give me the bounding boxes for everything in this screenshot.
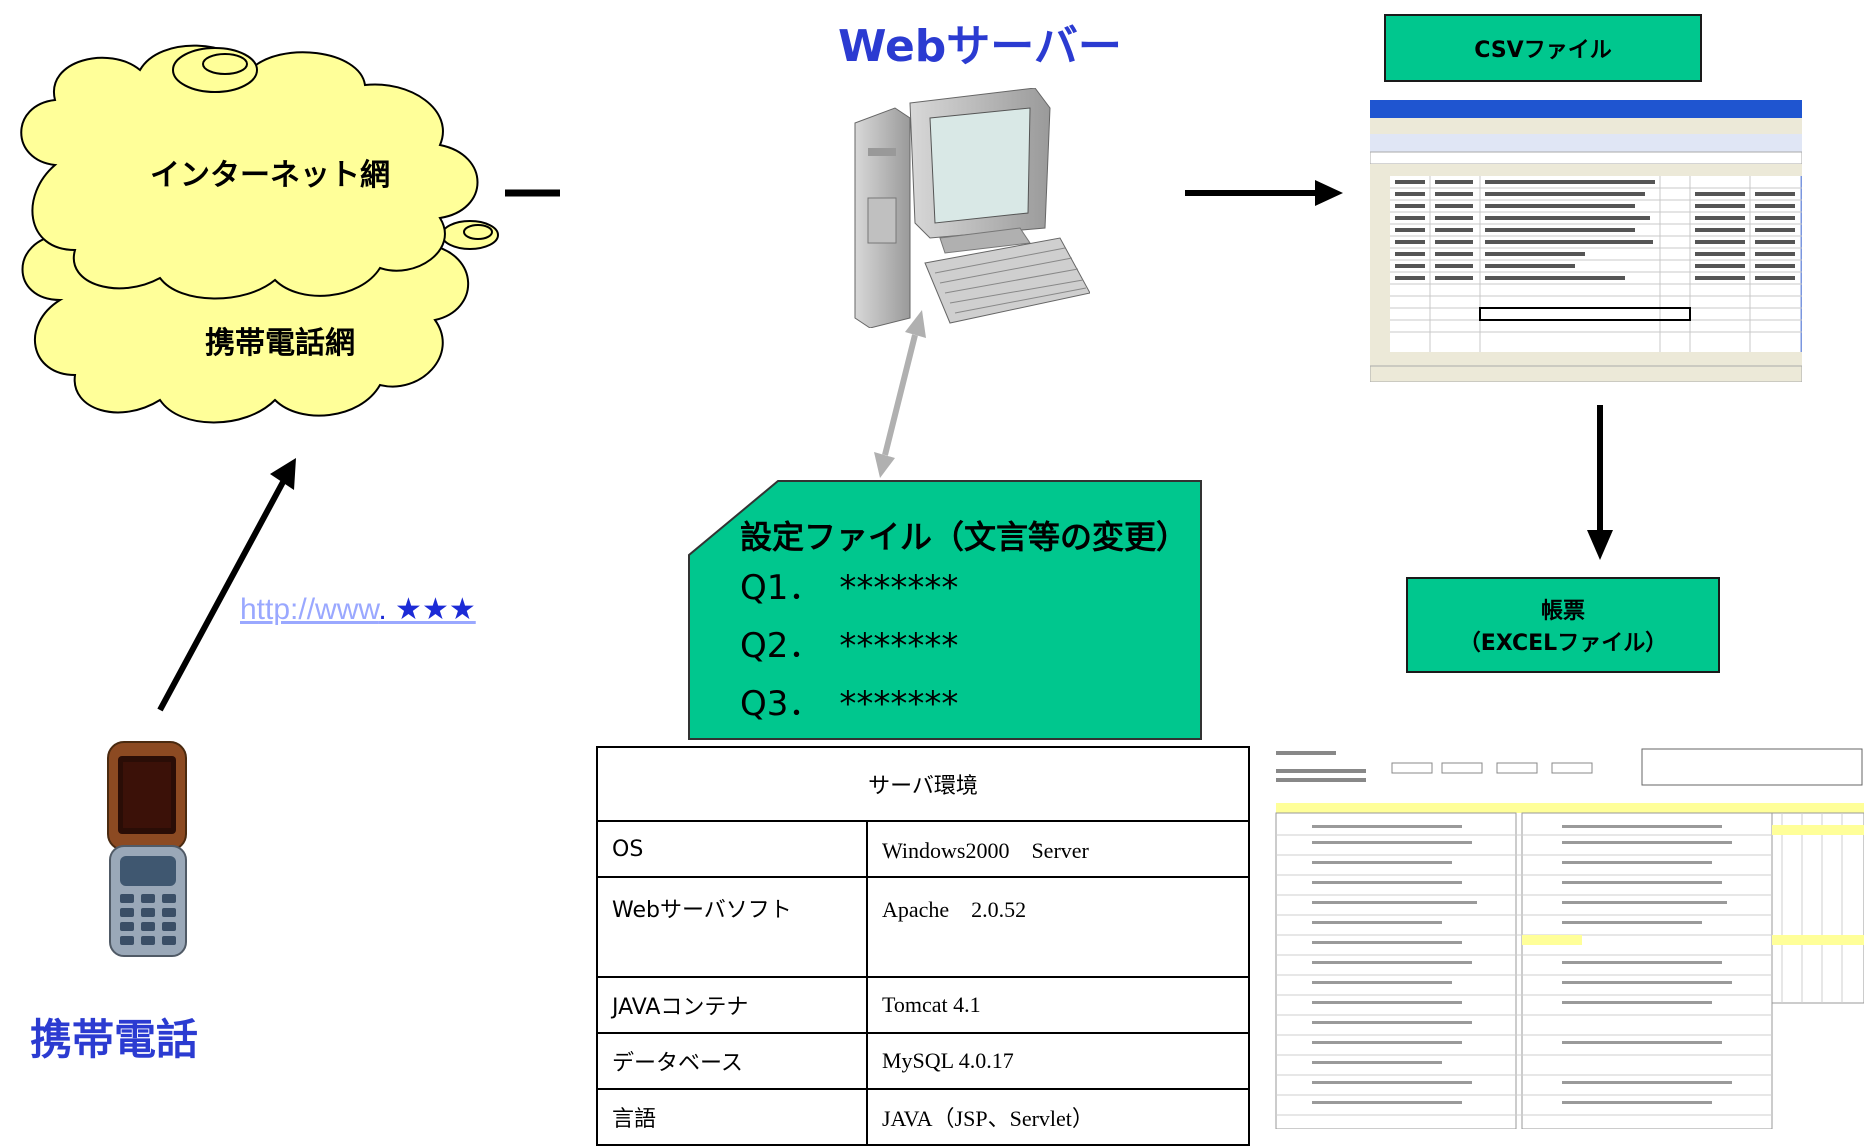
internet-network-label: インターネット網	[150, 158, 390, 193]
env-value: Tomcat 4.1	[866, 976, 1250, 1034]
table-row: 言語 JAVA（JSP、Servlet）	[596, 1088, 1250, 1146]
report-label: 帳票 （EXCELファイル）	[1406, 577, 1720, 673]
env-key: JAVAコンテナ	[596, 976, 868, 1034]
config-title: 設定ファイル（文言等の変更）	[740, 518, 1189, 556]
env-key: データベース	[596, 1032, 868, 1090]
env-value: Windows2000 Server	[866, 820, 1250, 878]
url-text: http://www	[240, 593, 379, 626]
env-value: MySQL 4.0.17	[866, 1032, 1250, 1090]
url-suffix: . ★★★	[378, 593, 476, 626]
mobile-network-label: 携帯電話網	[205, 326, 355, 361]
csv-file-text: CSVファイル	[1474, 38, 1612, 63]
env-key: Webサーバソフト	[596, 876, 868, 978]
table-row: Webサーバソフト Apache 2.0.52	[596, 876, 1250, 978]
server-env-table: サーバ環境 OS Windows2000 Server Webサーバソフト Ap…	[596, 746, 1250, 1146]
env-key: 言語	[596, 1088, 868, 1146]
report-line1: 帳票	[1540, 599, 1585, 624]
env-key: OS	[596, 820, 868, 878]
config-q3: Q3． *******	[740, 684, 959, 724]
site-url-link[interactable]: http://www. ★★★	[240, 592, 476, 627]
report-line2: （EXCELファイル）	[1458, 631, 1668, 656]
table-row: データベース MySQL 4.0.17	[596, 1032, 1250, 1090]
desktop-computer-icon	[854, 88, 1090, 328]
mobile-phone-icon	[107, 741, 187, 957]
env-value: JAVA（JSP、Servlet）	[866, 1088, 1250, 1146]
config-q2: Q2． *******	[740, 626, 959, 666]
report-thumbnail	[1272, 745, 1864, 1129]
table-row: JAVAコンテナ Tomcat 4.1	[596, 976, 1250, 1034]
config-panel-shape	[688, 480, 1202, 740]
csv-file-label: CSVファイル	[1384, 14, 1702, 82]
network-clouds	[20, 44, 560, 424]
mobile-phone-label: 携帯電話	[30, 1015, 199, 1064]
env-value: Apache 2.0.52	[866, 876, 1250, 978]
web-server-title: Webサーバー	[838, 21, 1122, 72]
env-table-header: サーバ環境	[596, 746, 1250, 822]
excel-screenshot	[1370, 100, 1802, 382]
config-q1: Q1． *******	[740, 568, 959, 608]
table-row: OS Windows2000 Server	[596, 820, 1250, 878]
